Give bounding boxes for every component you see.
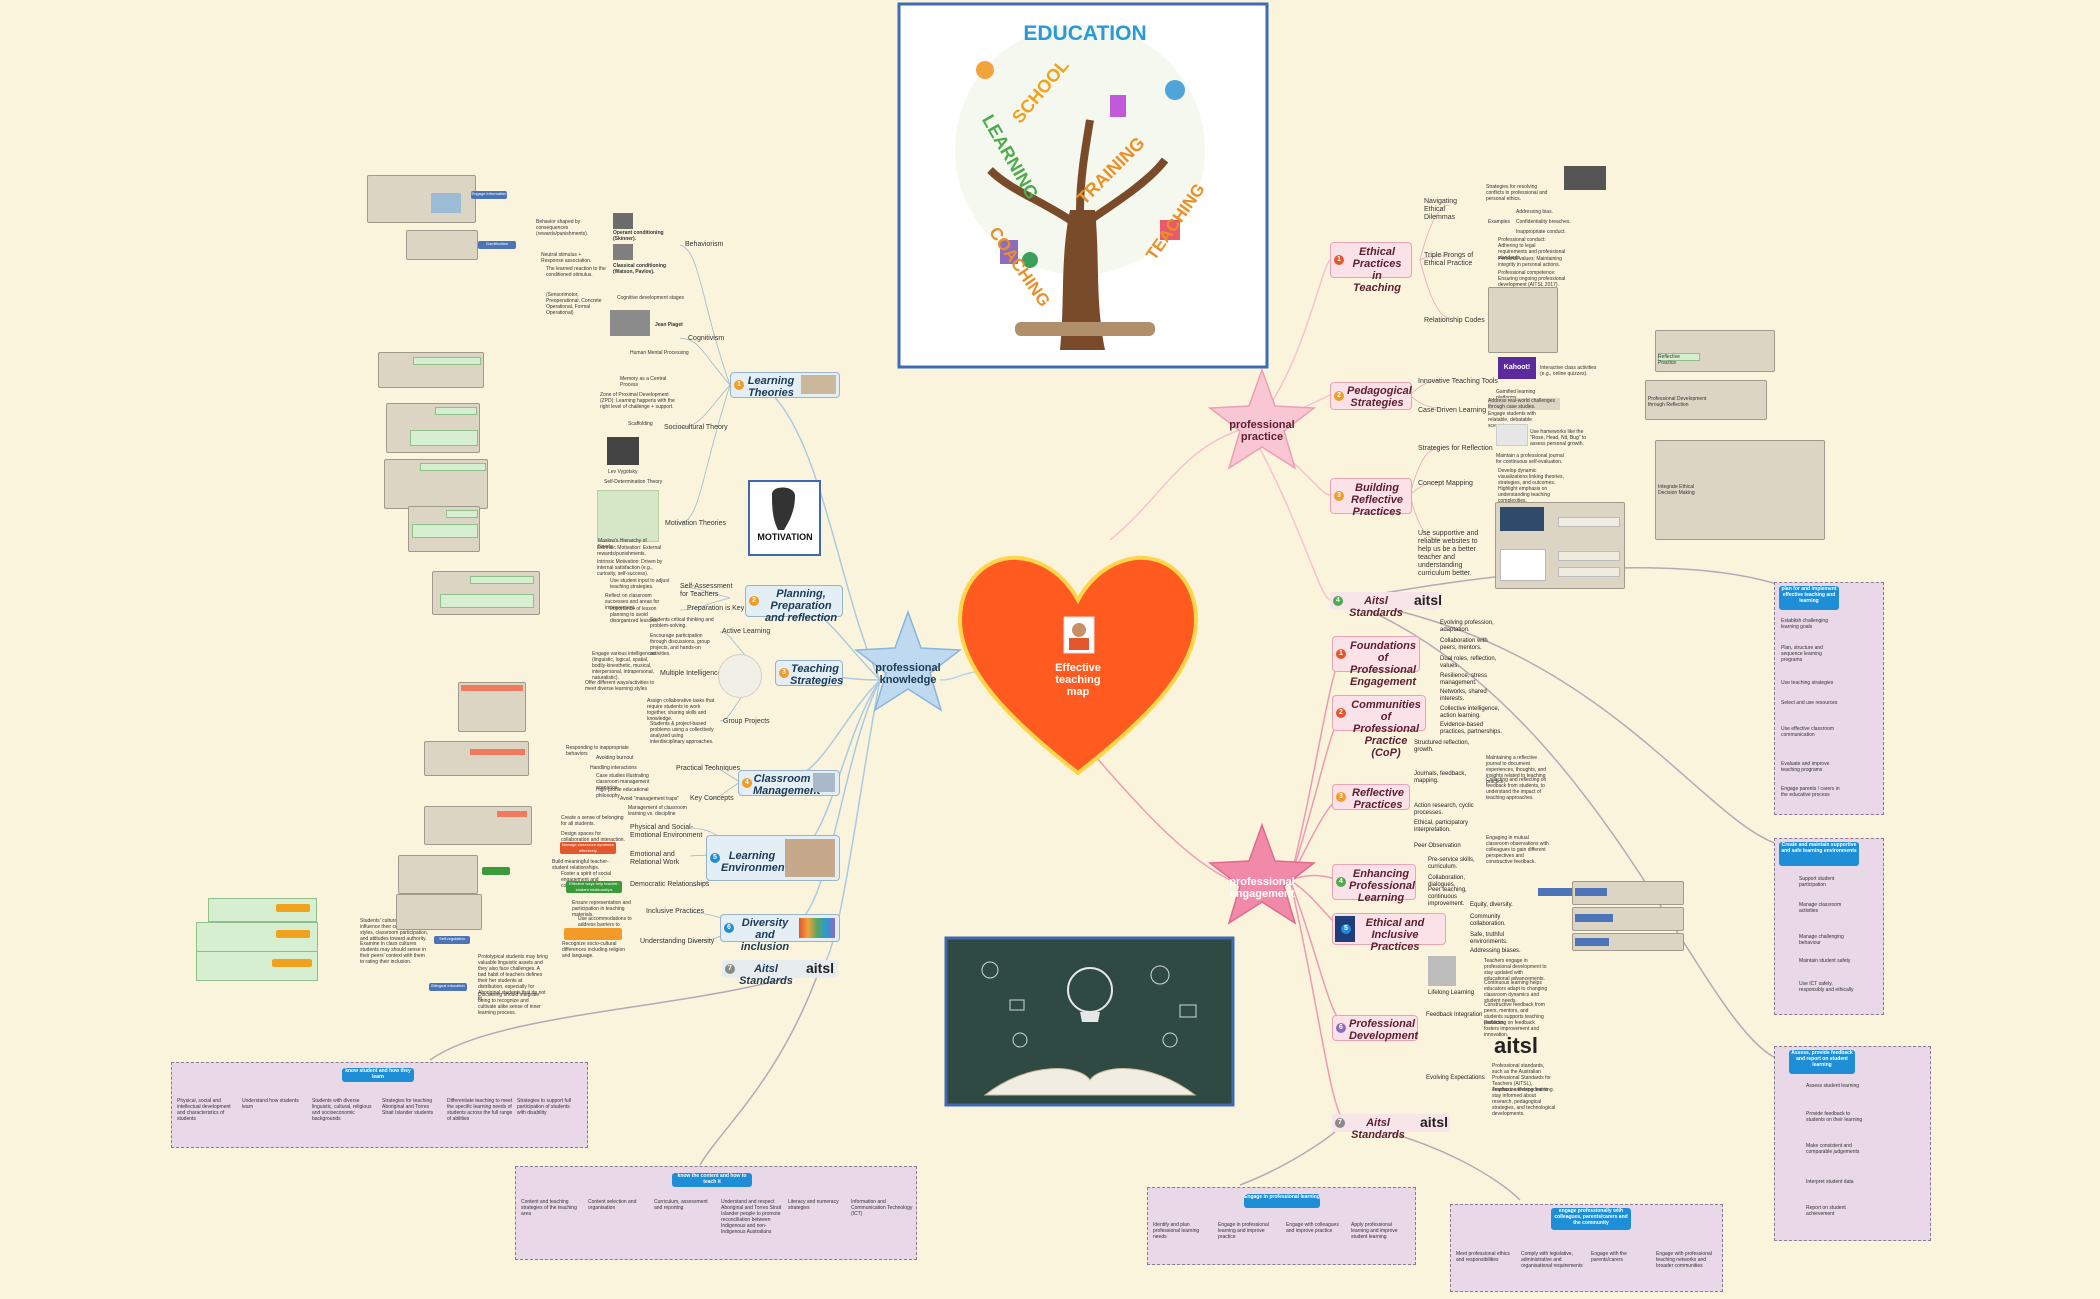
motivation-caption: MOTIVATION xyxy=(757,532,812,542)
branch-learning-theories[interactable]: 1 Learning Theories xyxy=(730,372,840,399)
environment-democratic[interactable]: Democratic Relationships xyxy=(630,881,710,888)
branch-classroom-management[interactable]: 4 Classroom Management xyxy=(738,770,840,797)
branch-teaching-strategies[interactable]: 3 Teaching Strategies xyxy=(775,660,843,687)
vygotsky-photo xyxy=(607,437,639,465)
classroom-practical-techniques[interactable]: Practical Techniques xyxy=(676,765,741,772)
chalkboard-image xyxy=(944,936,1235,1107)
branch-aitsl-practice[interactable]: 4 Aitsl Standards aitsl xyxy=(1330,592,1442,619)
knowledge-star[interactable] xyxy=(853,609,963,712)
theory-sociocultural[interactable]: Sociocultural Theory xyxy=(664,424,728,431)
knowledge-title[interactable]: professional knowledge xyxy=(875,662,941,686)
pd-feedback[interactable]: Feedback Integration xyxy=(1426,1012,1483,1018)
branch-communities[interactable]: 2 Communities of Professional Practice (… xyxy=(1332,695,1426,759)
note-ethical-decision xyxy=(1655,440,1825,540)
ethical-dilemmas[interactable]: Navigating Ethical Dilemmas xyxy=(1424,198,1458,221)
practice-title[interactable]: professional practice xyxy=(1229,419,1295,443)
theory-motivation[interactable]: Motivation Theories xyxy=(665,520,726,527)
note-reflective-practice xyxy=(1655,330,1775,372)
classroom-key-concepts[interactable]: Key Concepts xyxy=(690,795,734,802)
note-websites xyxy=(1495,502,1625,589)
ethical-codes[interactable]: Relationship Codes xyxy=(1424,317,1485,324)
branch-aitsl-knowledge[interactable]: 7 Aitsl Standards aitsl xyxy=(722,960,838,987)
note-relationship-codes xyxy=(1488,287,1558,353)
tag-bilingual[interactable]: Bilingual education xyxy=(429,983,467,991)
branch-ethical-practices[interactable]: 1 Ethical Practices in Teaching xyxy=(1330,242,1412,294)
engagement-title[interactable]: professional engagement xyxy=(1229,876,1295,900)
skinner-photo xyxy=(613,213,633,229)
lifelong-image xyxy=(1428,956,1456,986)
strategy-multiple-intelligences[interactable]: Multiple Intelligences xyxy=(660,670,725,677)
intelligences-wheel xyxy=(718,654,762,698)
note-classroom-2 xyxy=(424,741,529,776)
environment-emotional[interactable]: Emotional and Relational Work xyxy=(630,851,680,866)
diversity-understanding[interactable]: Understanding Diversity xyxy=(640,938,715,945)
panel-engage-colleagues: engage professionally with colleagues, p… xyxy=(1450,1204,1723,1292)
diversity-image xyxy=(799,918,835,938)
theory-image xyxy=(801,375,836,394)
panel-engage-learning: Engage in professional learning Identify… xyxy=(1147,1187,1416,1265)
classroom-image xyxy=(813,773,835,792)
planning-preparation[interactable]: Preparation is Key xyxy=(687,605,745,612)
branch-enhancing-learning[interactable]: 4 Enhancing Professional Learning xyxy=(1332,864,1416,904)
environment-image xyxy=(785,839,835,877)
ethics-photo xyxy=(1564,166,1606,190)
reflective-concept-mapping[interactable]: Concept Mapping xyxy=(1418,480,1473,487)
note-classroom-3 xyxy=(424,806,532,845)
branch-diversity[interactable]: 6 Diversity and inclusion xyxy=(720,914,840,953)
tag-reinforcement[interactable]: Engage Information xyxy=(471,191,507,199)
theory-behaviorism[interactable]: Behaviorism xyxy=(685,241,724,248)
branch-pedagogical-strategies[interactable]: 2 Pedagogical Strategies xyxy=(1330,382,1412,410)
pedagogy-case[interactable]: Case-Driven Learning xyxy=(1418,407,1487,414)
branch-ethical-inclusive[interactable]: 5 Ethical and Inclusive Practices xyxy=(1332,913,1446,953)
practice-star[interactable] xyxy=(1207,367,1317,470)
panel-assess-feedback: Assess, provide feedback and report on s… xyxy=(1774,1046,1931,1241)
branch-aitsl-engagement[interactable]: 7 Aitsl Standards aitsl xyxy=(1332,1114,1450,1141)
piaget-photo xyxy=(610,310,650,336)
heart-shape xyxy=(957,555,1199,776)
maslow-image xyxy=(597,490,659,542)
kahoot-logo: Kahoot! xyxy=(1498,357,1536,379)
panel-plan-implement: plan for and implement effective teachin… xyxy=(1774,582,1884,815)
panel-know-students: know student and how they learn Physical… xyxy=(171,1062,588,1148)
note-env xyxy=(398,855,478,894)
branch-foundations[interactable]: 1 Foundations of Professional Engagement xyxy=(1332,636,1420,688)
tag-gamification[interactable]: Gamification xyxy=(478,241,516,249)
note-conditioning xyxy=(406,230,478,260)
note-classroom-1 xyxy=(458,682,526,732)
branch-planning[interactable]: 2 Planning, Preparation and reflection xyxy=(745,585,843,624)
strategy-group-projects[interactable]: Group Projects xyxy=(723,718,770,725)
branch-reflective-practices[interactable]: 3 Reflective Practices xyxy=(1332,784,1410,811)
branch-professional-development[interactable]: 6 Professional Development xyxy=(1332,1015,1418,1042)
motivation-image xyxy=(748,480,821,556)
center-title[interactable]: Effective teaching map xyxy=(1055,662,1101,698)
note-pd-reflection xyxy=(1645,380,1767,420)
panel-know-content: know the content and how to teach it Con… xyxy=(515,1166,917,1260)
branch-learning-environment[interactable]: 5 Learning Environment xyxy=(706,835,840,881)
tree-word-education: EDUCATION xyxy=(1023,22,1146,45)
panel-safe-environments: Create and maintain supportive and safe … xyxy=(1774,838,1884,1015)
pavlov-photo xyxy=(613,244,633,260)
strategy-active-learning[interactable]: Active Learning xyxy=(722,628,771,635)
ethical-prongs[interactable]: Triple Prongs of Ethical Practice xyxy=(1424,252,1474,267)
reflective-websites[interactable]: Use supportive and reliable websites to … xyxy=(1418,530,1479,577)
planning-self-assessment[interactable]: Self-Assessment for Teachers xyxy=(680,583,733,598)
pd-expectations[interactable]: Evolving Expectations xyxy=(1426,1075,1485,1081)
pedagogy-tools[interactable]: Innovative Teaching Tools xyxy=(1418,378,1498,385)
pd-lifelong[interactable]: Lifelong Learning xyxy=(1428,990,1475,996)
connector-center-practice xyxy=(1109,429,1241,541)
education-tree-image xyxy=(897,2,1269,369)
tag-self-regulation[interactable]: Self-regulation xyxy=(434,936,470,944)
note-behaviorism xyxy=(367,175,476,223)
connector-center-engagement xyxy=(1089,749,1231,881)
note-env-2 xyxy=(396,894,482,930)
branch-building-reflective[interactable]: 3 Building Reflective Practices xyxy=(1330,478,1412,518)
theory-cognitivism[interactable]: Cognitivism xyxy=(688,335,725,342)
engagement-star[interactable] xyxy=(1207,822,1317,925)
tag-ethics-teaching[interactable] xyxy=(1538,888,1580,896)
diversity-inclusive-practices[interactable]: Inclusive Practices xyxy=(646,908,704,915)
reflective-strategies[interactable]: Strategies for Reflection xyxy=(1418,445,1493,452)
environment-physical[interactable]: Physical and Social-Emotional Environmen… xyxy=(630,824,703,839)
center-heart[interactable] xyxy=(957,555,1199,776)
